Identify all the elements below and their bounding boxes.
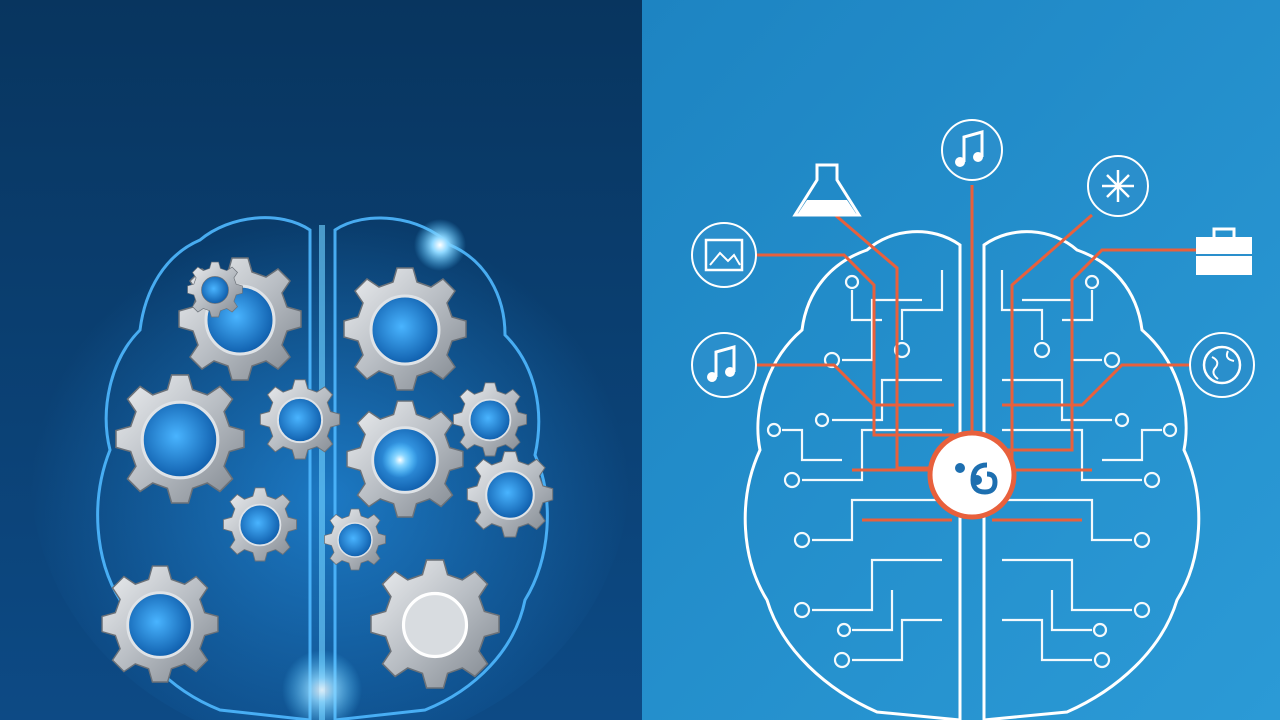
circuit-traces (766, 270, 1178, 669)
gear-icon (370, 559, 500, 689)
gear-icon (115, 374, 245, 504)
circuit-brain-artwork (642, 0, 1280, 720)
gear-icon (324, 508, 386, 571)
music-note-icon (691, 332, 757, 398)
globe-icon (1189, 332, 1255, 398)
music-note-icon (941, 119, 1003, 181)
gear-brain-artwork (0, 0, 642, 720)
spark-glow (282, 650, 362, 720)
gear-icon (222, 487, 298, 562)
gear-icon (101, 565, 219, 683)
gear-icon (466, 451, 554, 538)
left-panel-gear-brain (0, 0, 642, 720)
spark-glow (382, 442, 418, 478)
center-hub-icon (927, 430, 1017, 520)
flask-icon (792, 163, 862, 217)
picture-icon (691, 222, 757, 288)
snowflake-icon (1087, 155, 1149, 217)
gear-icon (343, 267, 467, 391)
gear-icon (452, 382, 528, 457)
briefcase-icon (1196, 227, 1252, 275)
spark-glow (414, 219, 466, 271)
gear-icon (259, 379, 341, 460)
gear-icon (187, 261, 243, 318)
right-panel-circuit-brain (642, 0, 1280, 720)
